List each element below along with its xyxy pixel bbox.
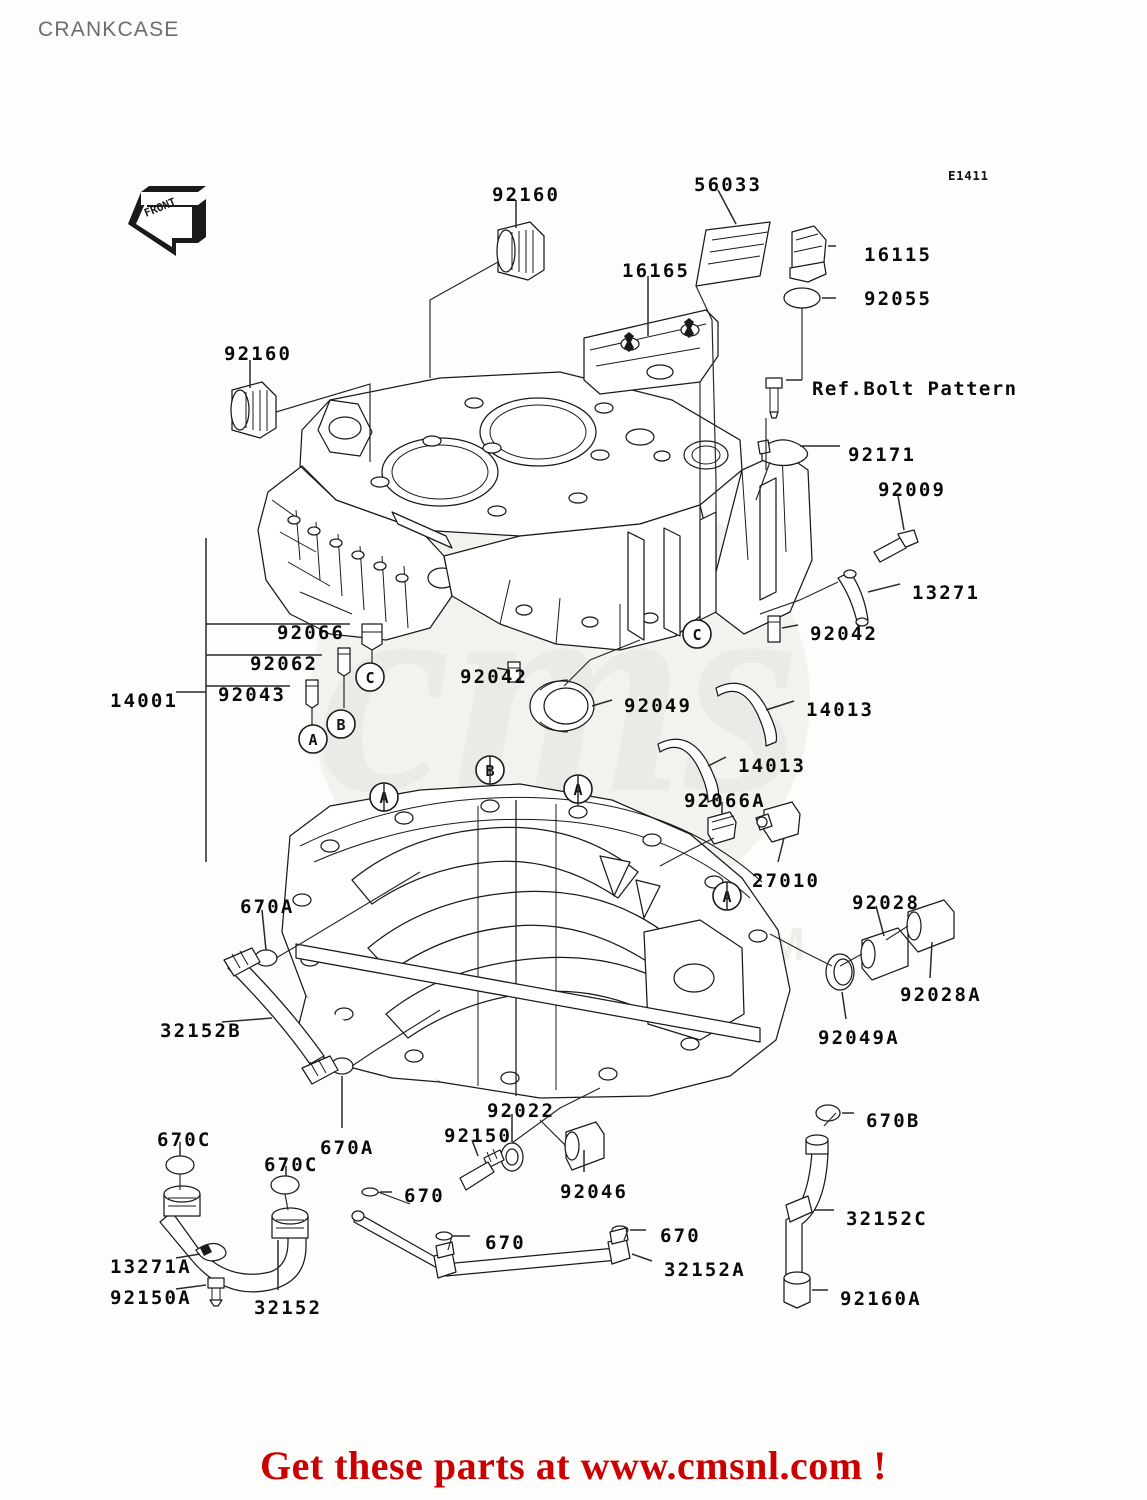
part-label-32152c: 32152C [846,1208,928,1230]
part-92042-center [507,661,521,683]
part-label-92150: 92150 [444,1125,513,1147]
part-label-14013: 14013 [806,699,875,721]
part-label-92171: 92171 [848,444,917,466]
part-label-92046: 92046 [560,1181,629,1203]
part-label-92066a: 92066A [684,790,766,812]
part-14013-b [657,738,720,803]
part-label-92150a: 92150A [110,1287,192,1309]
upper-crankcase-body [257,371,813,651]
part-92009 [873,529,919,563]
part-92055 [783,287,821,309]
page-title: CRANKCASE [38,18,180,41]
part-14013-a [715,682,778,747]
part-670B [815,1104,841,1122]
part-label-16165: 16165 [622,260,691,282]
front-arrow-icon: FRONT [128,186,206,256]
part-label-14013: 14013 [738,755,807,777]
lower-crankcase-body [281,783,791,1099]
part-670-b [435,1231,453,1241]
part-27010 [755,801,801,843]
part-92043 [305,679,319,709]
part-13271 [837,569,869,627]
part-32152 [159,1185,309,1293]
part-32152B [223,947,339,1085]
part-670C-b [270,1175,300,1195]
part-label-670a: 670A [320,1137,375,1159]
part-label-92066: 92066 [277,622,346,644]
part-connector-lines [179,261,909,1251]
part-670C-a [165,1155,195,1175]
svg-text:C: C [365,669,374,687]
part-label-16115: 16115 [864,244,933,266]
reference-code: E1411 [948,168,989,183]
part-92171 [757,439,809,467]
part-92046 [564,1121,605,1171]
part-label-92062: 92062 [250,653,319,675]
part-92150A [207,1277,225,1307]
part-32152C [785,1134,829,1299]
svg-text:C: C [692,626,701,644]
part-label-92049: 92049 [624,695,693,717]
part-label-92043: 92043 [218,684,287,706]
part-label-670a: 670A [240,896,295,918]
part-92028A [906,899,955,953]
part-label-32152a: 32152A [664,1259,746,1281]
promo-footer: Get these parts at www.cmsnl.com ! [260,1443,887,1488]
part-label-92028a: 92028A [900,984,982,1006]
part-label-670: 670 [485,1232,526,1254]
part-label-92009: 92009 [878,479,947,501]
part-32152A [351,1210,631,1279]
svg-text:A: A [308,731,317,749]
part-label-92160: 92160 [492,184,561,206]
part-label-92160: 92160 [224,343,293,365]
part-label-92055: 92055 [864,288,933,310]
svg-text:B: B [336,716,345,734]
part-label-27010: 27010 [752,870,821,892]
part-label-670c: 670C [157,1129,212,1151]
part-label-670: 670 [404,1185,445,1207]
part-16165 [583,309,719,395]
part-label-92160a: 92160A [840,1288,922,1310]
part-label-32152b: 32152B [160,1020,242,1042]
part-92150 [459,1148,505,1191]
part-13271A [195,1242,227,1262]
part-label-13271a: 13271A [110,1256,192,1278]
part-label-14001: 14001 [110,690,179,712]
part-label-92049a: 92049A [818,1027,900,1049]
part-label-92028: 92028 [852,892,921,914]
part-92022 [500,1142,524,1172]
part-label-92042: 92042 [460,666,529,688]
part-92066 [361,623,383,651]
callout-markers: A B C A B A C A [298,619,742,911]
part-92066A [707,811,737,845]
part-92160A [783,1271,811,1309]
part-label-ref-bolt-pattern: Ref.Bolt Pattern [812,378,1018,400]
part-92160-left [230,381,277,439]
part-label-670: 670 [660,1225,701,1247]
part-label-32152: 32152 [254,1297,323,1319]
part-92160-top [496,221,545,281]
part-label-56033: 56033 [694,174,763,196]
part-56033 [695,221,771,287]
part-670-a [361,1187,379,1197]
part-92049A [825,953,855,991]
part-label-670b: 670B [866,1110,921,1132]
part-92049 [529,679,595,733]
part-92062 [337,647,351,677]
part-92042-right [767,615,781,643]
leader-lines [175,189,933,1291]
part-label-92022: 92022 [487,1100,556,1122]
part-label-13271: 13271 [912,582,981,604]
part-label-92042: 92042 [810,623,879,645]
part-label-670c: 670C [264,1154,319,1176]
part-16115 [789,225,827,283]
ref-bolt-icon [765,377,783,419]
